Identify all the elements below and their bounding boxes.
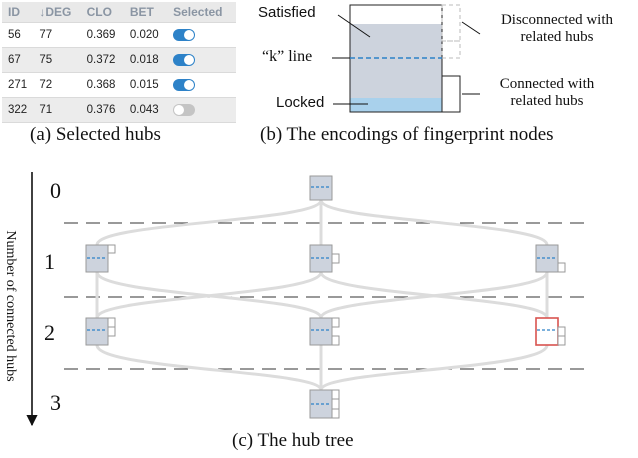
- label-disconnected-line1: Disconnected with: [500, 12, 614, 28]
- tree-link: [95, 344, 323, 391]
- tree-node-level2-middle[interactable]: [309, 317, 340, 346]
- selected-toggle[interactable]: [173, 78, 196, 91]
- caption-a: (a) Selected hubs: [30, 124, 161, 145]
- cell-bet: 0.018: [123, 47, 168, 73]
- label-connected: Connected with related hubs: [482, 76, 612, 110]
- disconnected-box: [441, 4, 461, 42]
- column-header-bet[interactable]: BET: [123, 2, 168, 23]
- table-row: 322 71 0.376 0.043: [2, 97, 236, 123]
- label-connected-line1: Connected with: [499, 76, 595, 92]
- cell-clo: 0.372: [80, 47, 124, 73]
- tree-node-level2-left[interactable]: [85, 317, 116, 346]
- table-header-row: ID ↓DEG CLO BET Selected: [2, 2, 236, 23]
- level-label-2: 2: [44, 320, 55, 345]
- cell-selected: [167, 22, 236, 48]
- selected-toggle[interactable]: [173, 103, 196, 116]
- cell-clo: 0.376: [80, 97, 124, 123]
- cell-clo: 0.369: [80, 22, 124, 48]
- level-label-3: 3: [50, 390, 61, 415]
- column-header-deg[interactable]: ↓DEG: [33, 2, 81, 23]
- label-connected-line2: related hubs: [510, 93, 584, 109]
- cell-deg: 75: [33, 47, 81, 73]
- satisfied-fill: [350, 24, 442, 112]
- cell-selected: [167, 47, 236, 73]
- tree-link: [95, 271, 323, 319]
- cell-deg: 72: [33, 72, 81, 98]
- leader-satisfied: [337, 14, 371, 38]
- tree-node-level1-middle[interactable]: [309, 244, 340, 273]
- cell-selected: [167, 97, 236, 123]
- cell-bet: 0.015: [123, 72, 168, 98]
- disconnected-box-2: [441, 40, 461, 59]
- locked-fill: [350, 98, 442, 112]
- label-satisfied: Satisfied: [258, 4, 316, 21]
- caption-b: (b) The encodings of fingerprint nodes: [260, 124, 554, 145]
- cell-clo: 0.368: [80, 72, 124, 98]
- selected-toggle[interactable]: [173, 53, 196, 66]
- label-disconnected: Disconnected with related hubs: [482, 12, 632, 46]
- cell-id: 271: [2, 72, 34, 98]
- cell-bet: 0.043: [123, 97, 168, 123]
- column-header-selected[interactable]: Selected: [167, 2, 236, 23]
- tree-node-level1-right[interactable]: [535, 244, 566, 273]
- cell-id: 56: [2, 22, 34, 48]
- tree-link: [319, 271, 549, 319]
- table-row: 67 75 0.372 0.018: [2, 47, 236, 73]
- cell-selected: [167, 72, 236, 98]
- column-header-id[interactable]: ID: [2, 2, 34, 23]
- label-locked: Locked: [276, 94, 325, 111]
- table-row: 271 72 0.368 0.015: [2, 72, 236, 98]
- tree-links: [95, 199, 549, 391]
- level-label-0: 0: [50, 178, 61, 203]
- toggle-knob: [174, 104, 185, 115]
- cell-id: 322: [2, 97, 34, 123]
- tree-node-level1-left[interactable]: [85, 244, 116, 273]
- toggle-knob: [184, 54, 195, 65]
- level-label-1: 1: [44, 249, 55, 274]
- caption-c: (c) The hub tree: [232, 430, 354, 451]
- cell-deg: 77: [33, 22, 81, 48]
- column-header-clo[interactable]: CLO: [80, 2, 124, 23]
- cell-id: 67: [2, 47, 34, 73]
- tree-node-level2-right-highlighted[interactable]: [535, 317, 566, 346]
- axis-title: Number of connected hubs: [3, 230, 18, 382]
- cell-bet: 0.020: [123, 22, 168, 48]
- selected-toggle[interactable]: [173, 28, 196, 41]
- label-disconnected-line2: related hubs: [520, 29, 594, 45]
- table-row: 56 77 0.369 0.020: [2, 22, 236, 48]
- tree-link: [319, 199, 549, 246]
- leader-disconnected: [461, 21, 481, 35]
- tree-node-level0[interactable]: [309, 175, 333, 201]
- tree-link: [319, 344, 549, 391]
- selected-hubs-table: ID ↓DEG CLO BET Selected 56 77 0.369 0.0…: [2, 2, 236, 123]
- tree-node-level3[interactable]: [309, 389, 340, 419]
- tree-link: [95, 199, 323, 246]
- connected-box: [441, 75, 461, 113]
- encoding-node: [332, 4, 481, 113]
- toggle-knob: [184, 79, 195, 90]
- label-k-line: “k” line: [262, 48, 313, 65]
- toggle-knob: [184, 29, 195, 40]
- cell-deg: 71: [33, 97, 81, 123]
